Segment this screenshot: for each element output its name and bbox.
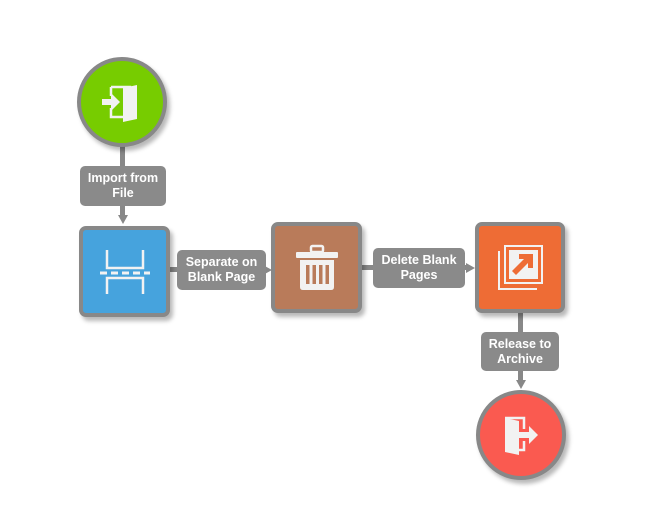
enter-door-icon <box>102 85 137 122</box>
arrowhead-import-separate <box>117 215 128 224</box>
edge-label-delete-blank-pages[interactable]: Delete Blank Pages <box>373 248 465 288</box>
edge-label-import-from-file[interactable]: Import from File <box>80 166 166 206</box>
separate-node[interactable] <box>79 226 170 317</box>
arrowhead-separate-delete <box>263 264 272 275</box>
import-node[interactable] <box>77 57 167 147</box>
arrowhead-delete-release <box>466 262 475 273</box>
edge-label-separate-on-blank-page[interactable]: Separate on Blank Page <box>177 250 266 290</box>
arrowhead-release-archive <box>515 380 526 389</box>
edge-label-release-to-archive[interactable]: Release to Archive <box>481 332 559 371</box>
exit-door-icon <box>505 416 538 455</box>
trash-icon <box>295 244 338 290</box>
archive-node[interactable] <box>476 390 566 480</box>
export-arrow-icon <box>498 244 543 290</box>
page-separator-icon <box>99 249 150 294</box>
release-node[interactable] <box>475 222 565 313</box>
delete-blank-node[interactable] <box>271 222 362 313</box>
